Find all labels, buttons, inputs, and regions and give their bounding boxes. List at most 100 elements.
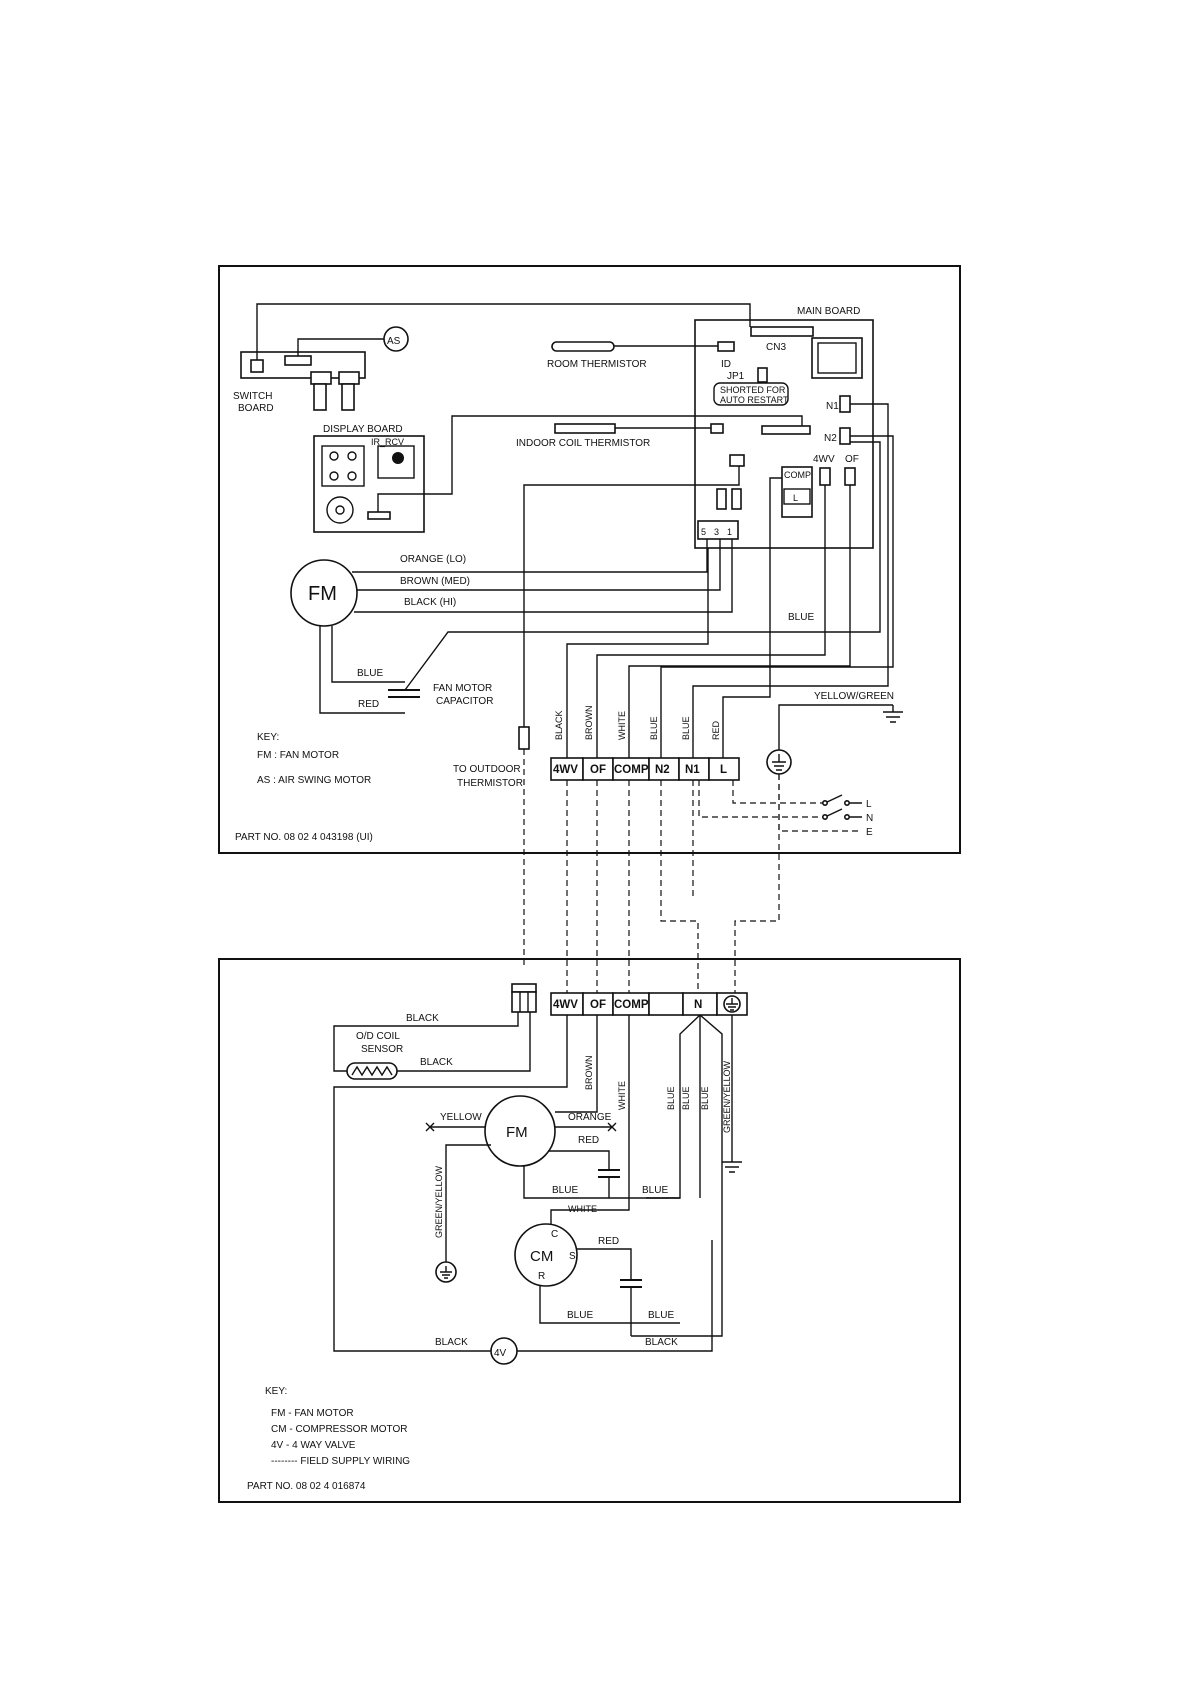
- od-wire-brown-label: BROWN: [584, 1056, 594, 1091]
- od-wire-blue2-label: BLUE: [681, 1086, 691, 1110]
- indoor-terminal-label-n1: N1: [685, 764, 700, 776]
- switch-stem-left: [313, 383, 327, 411]
- indoor-ground-symbol: [883, 705, 903, 723]
- od-blue-b-label: BLUE: [642, 1185, 668, 1196]
- supply-switch-contact-1: [821, 799, 828, 806]
- outdoor-key-fm: FM - FAN MOTOR: [271, 1408, 354, 1419]
- od-green-yellow-wire: [445, 1144, 491, 1262]
- of-connector: [844, 467, 856, 486]
- id-connector: [717, 341, 735, 352]
- pin-1-label: 1: [727, 527, 732, 537]
- indoor-terminal-label-n2: N2: [655, 764, 670, 776]
- od-coil-sensor-zigzag: [351, 1065, 393, 1077]
- outdoor-terminal-label-4wv: 4WV: [553, 999, 578, 1011]
- outdoor-terminal-label-n: N: [694, 999, 702, 1011]
- fan-connector: [697, 520, 739, 540]
- switch-board-label-2: BOARD: [238, 403, 274, 414]
- pin-3-label: 3: [714, 527, 719, 537]
- wire-white-label: WHITE: [617, 711, 627, 740]
- outdoor-thermistor-wire: [523, 466, 740, 727]
- od-of-brown-wire: [555, 1015, 598, 1113]
- outdoor-terminal-label-comp: COMP: [614, 999, 649, 1011]
- indoor-terminal-label-of: OF: [590, 764, 606, 776]
- od-sensor-connector-top: [511, 983, 537, 993]
- supply-switch-contact-3: [821, 813, 828, 820]
- jp1-note-box: [713, 382, 789, 406]
- board-relay-bar: [761, 425, 811, 435]
- ir-receiver: [377, 445, 415, 479]
- cn3-to-switch-wire: [256, 303, 751, 360]
- wire-blue2-label: BLUE: [681, 716, 691, 740]
- led-1: [329, 451, 339, 461]
- indoor-key-as: AS : AIR SWING MOTOR: [257, 775, 371, 786]
- fan-motor-capacitor-label-1: FAN MOTOR: [433, 683, 492, 694]
- wire-red-label: RED: [711, 720, 721, 740]
- fm-blue-wire: [331, 626, 388, 683]
- od-sensor-black-wire: [397, 1012, 531, 1072]
- black-hi-wire: [354, 539, 733, 613]
- od-wire-blue3-label: BLUE: [700, 1086, 710, 1110]
- capacitor-leads: [388, 681, 405, 714]
- od-sensor-black-top-wire: [333, 1012, 519, 1072]
- display-connector: [367, 511, 391, 520]
- id-label: ID: [721, 359, 731, 370]
- fm-red-label: RED: [358, 699, 379, 710]
- pin-5-label: 5: [701, 527, 706, 537]
- outdoor-thermistor-plug: [518, 726, 530, 750]
- to-outdoor-label-2: THERMISTOR: [457, 778, 523, 789]
- supply-n-wire: [698, 780, 825, 818]
- n2-conn-label: N2: [824, 433, 837, 444]
- led-3: [329, 471, 339, 481]
- od-blue-cm-wire: [631, 1014, 723, 1337]
- led-2: [347, 451, 357, 461]
- four-v-label: 4V: [494, 1348, 507, 1359]
- board-chip-inner: [817, 342, 857, 374]
- od-blue-c-label: BLUE: [567, 1310, 593, 1321]
- ir-rcv-label: IR_RCV: [371, 437, 404, 447]
- main-board-label: MAIN BOARD: [797, 306, 860, 317]
- outdoor-terminal-label-of: OF: [590, 999, 606, 1011]
- wire-blue1-label: BLUE: [649, 716, 659, 740]
- compressor-capacitor: [620, 1279, 642, 1288]
- indoor-terminal-label-l: L: [720, 764, 727, 776]
- fm-red-wire: [319, 626, 388, 714]
- buzzer-center: [335, 505, 345, 515]
- fwv-conn-label: 4WV: [813, 454, 835, 465]
- od-sensor-connector: [511, 991, 537, 1013]
- supply-l-wire: [732, 780, 825, 804]
- indoor-coil-thermistor-label: INDOOR COIL THERMISTOR: [516, 438, 650, 449]
- board-socket-small: [729, 454, 745, 467]
- od-blue-d-label: BLUE: [648, 1310, 674, 1321]
- n2-connector: [839, 427, 851, 445]
- outdoor-key-cm: CM - COMPRESSOR MOTOR: [271, 1424, 407, 1435]
- indoor-key-fm: FM : FAN MOTOR: [257, 750, 339, 761]
- yellow-green-label: YELLOW/GREEN: [814, 691, 894, 702]
- comp-conn-label: COMP: [784, 470, 811, 480]
- n1-connector: [839, 395, 851, 413]
- supply-switch-contact-2: [843, 799, 850, 806]
- indoor-terminal-label-4wv: 4WV: [553, 764, 578, 776]
- od-ground-icon: [440, 1266, 452, 1279]
- od-black-4v-right-label: BLACK: [645, 1337, 678, 1348]
- od-sensor-connector-pins: [519, 992, 529, 1012]
- brown-med-label: BROWN (MED): [400, 576, 470, 587]
- od-black-sensor-label: BLACK: [420, 1057, 453, 1068]
- cm-s-label: S: [569, 1251, 576, 1262]
- auto-restart-label: AUTO RESTART: [720, 395, 789, 405]
- display-to-board-wire: [377, 415, 803, 512]
- od-4wv-black-wire: [333, 1015, 568, 1352]
- as-label: AS: [387, 336, 401, 347]
- l-relay-contact: [783, 488, 811, 505]
- brown-of-wire: [596, 485, 826, 758]
- black-4wv-wire: [566, 548, 709, 758]
- indoor-earth-icon: [772, 754, 786, 771]
- switch-connector-2: [284, 355, 312, 366]
- of-conn-label: OF: [845, 454, 859, 465]
- red-l-wire: [722, 477, 782, 758]
- fm-blue-label: BLUE: [357, 668, 383, 679]
- wire-black-label: BLACK: [554, 710, 564, 740]
- room-thermistor: [551, 341, 615, 352]
- capacitor-blue-wire: [404, 441, 881, 691]
- comp-relay: [781, 466, 813, 518]
- blue-right-label: BLUE: [788, 612, 814, 623]
